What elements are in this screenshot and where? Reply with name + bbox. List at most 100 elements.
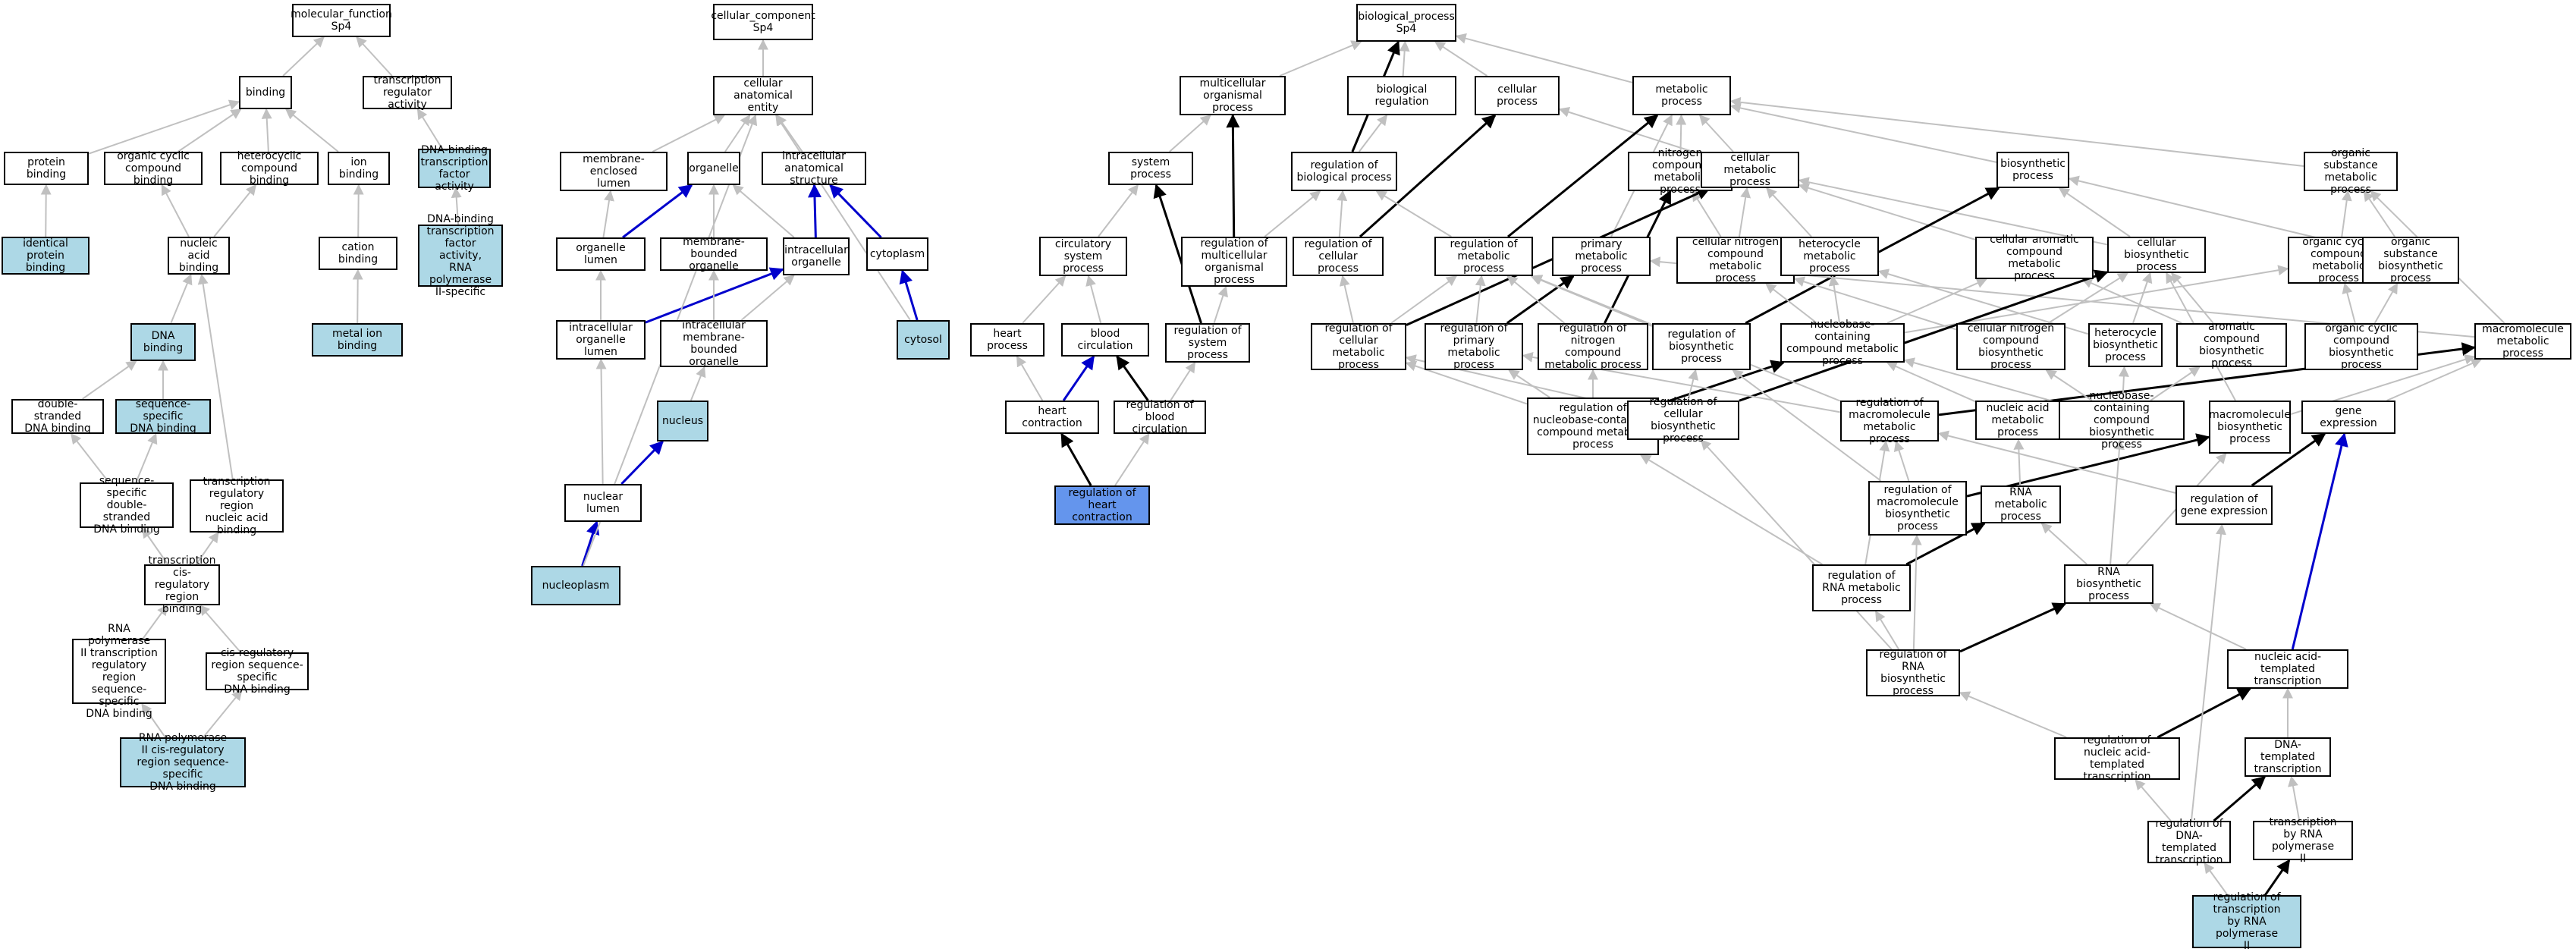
go-term-node: DNA binding (130, 323, 196, 361)
is-a-edge (1264, 190, 1321, 237)
is-a-edge (416, 108, 443, 149)
go-term-label: regulation of RNA metabolic process (1822, 570, 1901, 606)
is-a-edge (2288, 775, 2301, 822)
regulates-edge (2157, 687, 2252, 739)
go-term-label: ion binding (338, 156, 379, 181)
go-term-node: cellular_component Sp4 (711, 4, 815, 40)
go-term-label: cellular metabolic process (1723, 152, 1776, 188)
go-term-node: regulation of heart contraction (1054, 485, 1150, 525)
part-of-edge (1062, 355, 1095, 401)
go-term-node: sequence-specific DNA binding (115, 398, 211, 435)
go-term-label: heterocyclic compound binding (237, 150, 302, 187)
is-a-edge (1085, 275, 1102, 324)
go-term-label: RNA polymerase II cis-regulatory region … (137, 732, 229, 793)
go-term-node: transcription regulator activity (363, 74, 452, 111)
is-a-edge (1022, 275, 1067, 324)
go-term-label: regulation of nucleic acid-templated tra… (2083, 734, 2151, 783)
go-term-label: multicellular organismal process (1199, 77, 1266, 114)
is-a-edge (199, 604, 242, 653)
go-term-label: system process (1130, 156, 1171, 181)
regulates-edge (1905, 522, 1986, 566)
go-term-node: primary metabolic process (1552, 237, 1651, 276)
go-term-label: metabolic process (1655, 83, 1708, 108)
is-a-edge (2058, 187, 2131, 237)
go-term-node: macromolecule metabolic process (2474, 323, 2571, 360)
go-term-node: identical protein binding (2, 237, 90, 275)
is-a-edge (1475, 275, 1486, 324)
is-a-edge (284, 108, 339, 152)
go-term-label: organelle lumen (576, 242, 626, 266)
go-term-label: binding (245, 86, 286, 99)
go-term-label: nucleoplasm (542, 580, 610, 592)
regulates-edge (1060, 432, 1092, 486)
is-a-edge (1911, 534, 1922, 650)
is-a-edge (261, 108, 272, 152)
go-term-label: RNA biosynthetic process (2076, 566, 2141, 602)
is-a-edge (1016, 355, 1044, 401)
go-term-label: regulation of macromolecule biosynthetic… (1877, 484, 1959, 533)
go-term-label: cellular aromatic compound metabolic pro… (1990, 234, 2079, 282)
is-a-edge (2342, 282, 2356, 324)
regulates-edge (1153, 184, 1202, 324)
go-term-label: nucleic acid-templated transcription (2254, 651, 2322, 687)
go-term-node: biological regulation (1347, 76, 1456, 115)
is-a-edge (213, 184, 257, 237)
go-term-node: organelle lumen (556, 237, 646, 271)
go-term-node: intracellular organelle (783, 237, 850, 275)
is-a-edge (1793, 276, 1957, 331)
is-a-edge (1506, 275, 1566, 324)
go-term-node: cis-regulatory region sequence-specific … (206, 647, 309, 696)
is-a-edge (1700, 438, 1893, 650)
go-term-node: multicellular organismal process (1180, 76, 1286, 115)
is-a-edge (2150, 366, 2201, 401)
go-term-node: regulation of gene expression (2175, 485, 2273, 525)
go-term-label: identical protein binding (23, 237, 68, 274)
go-term-label: sequence-specific double-stranded DNA bi… (93, 475, 160, 536)
go-term-node: regulation of biological process (1291, 152, 1397, 191)
is-a-edge (1893, 440, 1910, 482)
go-term-node: nucleic acid binding (168, 237, 230, 275)
is-a-edge (1170, 361, 1196, 401)
go-term-node: circulatory system process (1039, 237, 1127, 276)
is-a-edge (142, 604, 168, 639)
part-of-edge (807, 184, 821, 238)
is-a-edge (82, 360, 137, 400)
go-term-node: macromolecule biosynthetic process (2209, 401, 2291, 454)
go-term-node: organic substance biosynthetic process (2362, 236, 2459, 284)
is-a-edge (282, 36, 325, 77)
is-a-edge (1764, 283, 1817, 324)
go-term-label: intracellular anatomical structure (782, 150, 846, 187)
go-term-node: regulation of macromolecule biosynthetic… (1868, 481, 1967, 536)
is-a-edge (1798, 183, 1976, 240)
go-term-label: molecular_function Sp4 (291, 8, 392, 33)
go-term-label: macromolecule biosynthetic process (2209, 409, 2291, 445)
go-term-node: membrane-enclosed lumen (560, 152, 668, 191)
go-term-label: organic cyclic compound biosynthetic pro… (2325, 322, 2398, 371)
go-term-node: blood circulation (1061, 323, 1149, 357)
go-term-label: transcription regulatory region nucleic … (203, 476, 271, 536)
go-term-node: double-stranded DNA binding (11, 398, 104, 435)
go-term-node: biological_process Sp4 (1356, 4, 1456, 42)
go-term-label: heterocycle metabolic process (1798, 238, 1861, 275)
is-a-edge (1886, 361, 1976, 403)
go-term-label: cytosol (904, 334, 942, 346)
go-term-label: regulation of blood circulation (1126, 399, 1194, 435)
go-term-label: cellular process (1497, 83, 1538, 108)
go-term-node: heterocycle metabolic process (1780, 237, 1879, 276)
go-term-node: metal ion binding (312, 323, 403, 357)
is-a-edge (195, 531, 219, 565)
is-a-edge (740, 275, 795, 321)
go-term-node: cellular nitrogen compound metabolic pro… (1676, 236, 1795, 284)
go-term-label: biological regulation (1374, 83, 1429, 108)
is-a-edge (1279, 40, 1362, 77)
is-a-edge (1508, 369, 1550, 398)
go-term-node: cellular anatomical entity (713, 76, 813, 115)
go-term-node: regulation of biosynthetic process (1652, 323, 1751, 370)
go-term-label: regulation of nitrogen compound metaboli… (1544, 322, 1641, 371)
go-term-node: transcription cis-regulatory region bind… (144, 555, 220, 615)
is-a-edge (732, 184, 795, 238)
is-a-edge (2204, 862, 2229, 896)
go-term-label: biosynthetic process (2000, 158, 2066, 182)
